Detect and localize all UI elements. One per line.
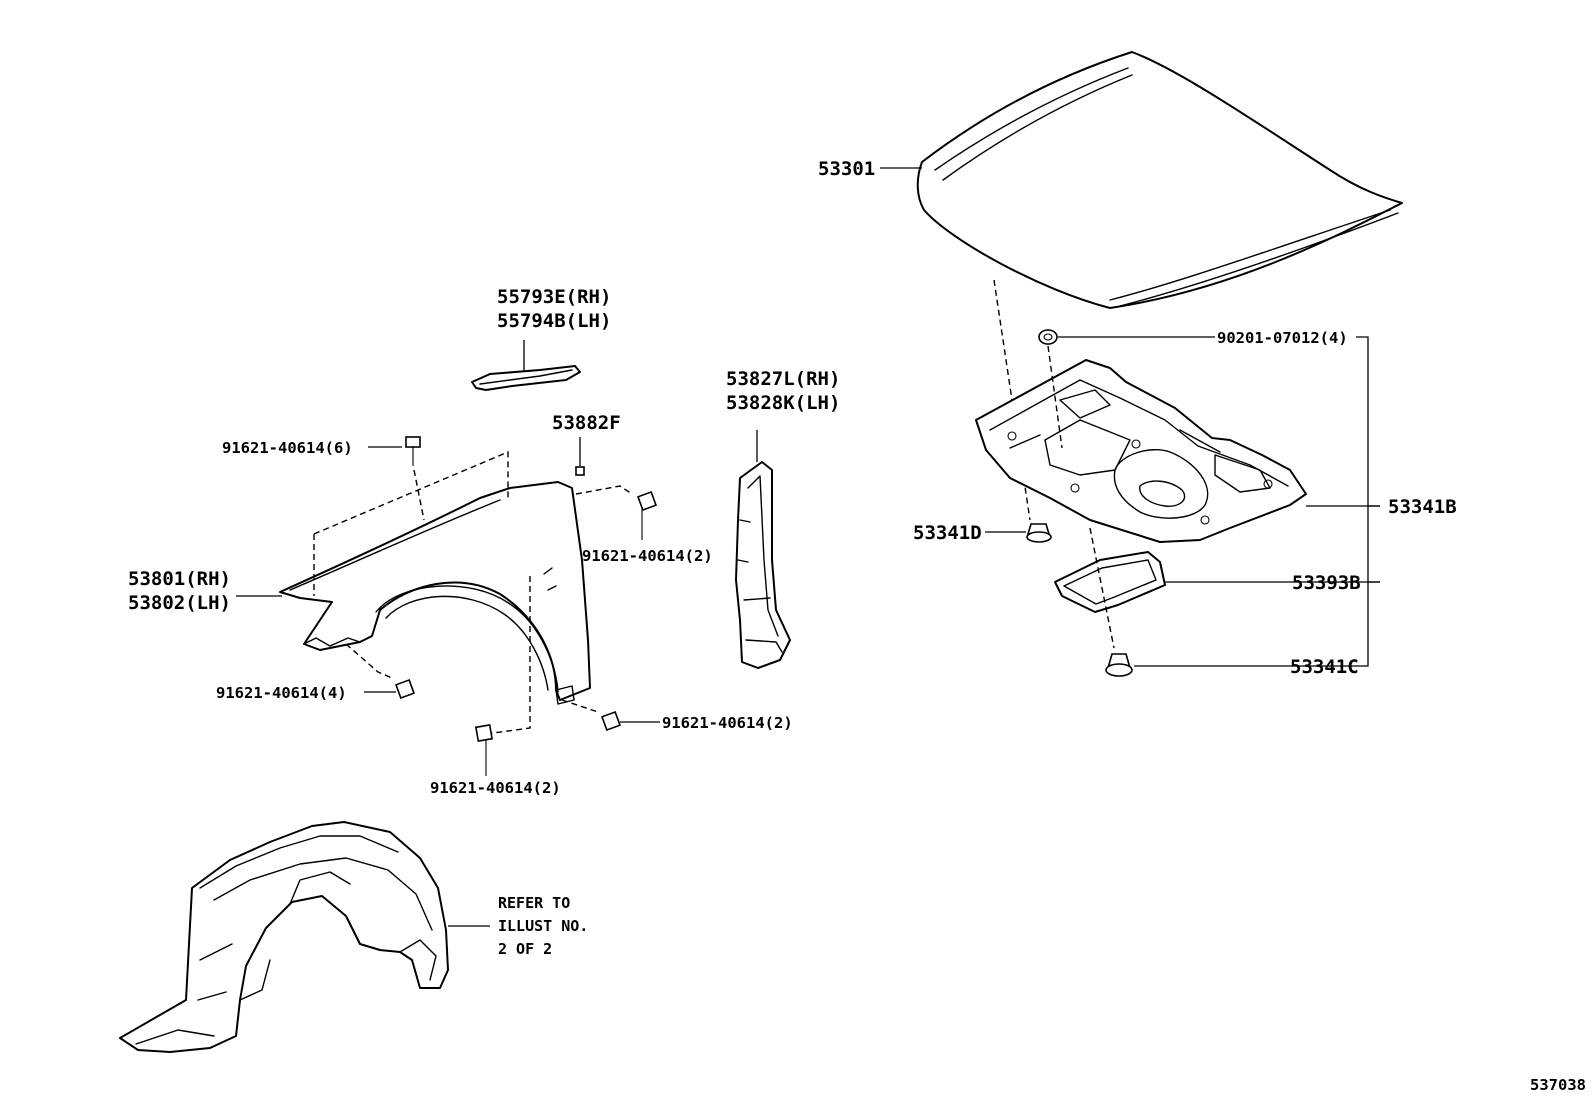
insulator-part-number: 53341B (1388, 496, 1457, 518)
fender-lh-part-number: 53802(LH) (128, 592, 231, 614)
fender-liner (119, 821, 449, 1053)
hood-part-number: 53301 (818, 158, 875, 180)
note-line-2: ILLUST NO. (498, 917, 588, 935)
bolt-right-upper-part-number: 91621-40614(2) (582, 547, 713, 565)
bolt-bottom-icon (474, 723, 494, 776)
bolt-rear-lower-icon (601, 711, 621, 731)
bolt-left-lower-part-number: 91621-40614(4) (216, 684, 347, 702)
hood-panel (916, 51, 1403, 309)
insulator-clip-icon (1038, 329, 1058, 345)
insulator-pad (1054, 551, 1166, 613)
bracket-lh-part-number: 53828K(LH) (726, 392, 840, 414)
bolt-right-upper-icon (637, 491, 657, 540)
bolt-top-icon (405, 436, 421, 466)
retainer-d-part-number: 53341D (913, 522, 982, 544)
diagram-id: 537038 (1530, 1076, 1586, 1094)
seal-rh-part-number: 55793E(RH) (497, 286, 611, 308)
fender-bracket (735, 461, 791, 669)
note-line-1: REFER TO (498, 894, 570, 912)
fender-seal (471, 365, 581, 391)
pad-part-number: 53393B (1292, 572, 1361, 594)
hood-insulator (975, 359, 1307, 543)
clip-53882f-part-number: 53882F (552, 412, 621, 434)
bolt-left-lower-icon (395, 679, 415, 699)
bracket-rh-part-number: 53827L(RH) (726, 368, 840, 390)
retainer-d-icon (1026, 523, 1052, 543)
retainer-c-icon (1105, 653, 1133, 677)
clip-part-number: 90201-07012(4) (1217, 329, 1348, 347)
bolt-bottom-part-number: 91621-40614(2) (430, 779, 561, 797)
fender-clip-icon (575, 466, 585, 476)
bolt-rear-lower-part-number: 91621-40614(2) (662, 714, 793, 732)
note-line-3: 2 OF 2 (498, 940, 552, 958)
retainer-c-part-number: 53341C (1290, 656, 1359, 678)
fender-rh-part-number: 53801(RH) (128, 568, 231, 590)
bolt-top-part-number: 91621-40614(6) (222, 439, 353, 457)
front-fender (279, 481, 591, 705)
seal-lh-part-number: 55794B(LH) (497, 310, 611, 332)
